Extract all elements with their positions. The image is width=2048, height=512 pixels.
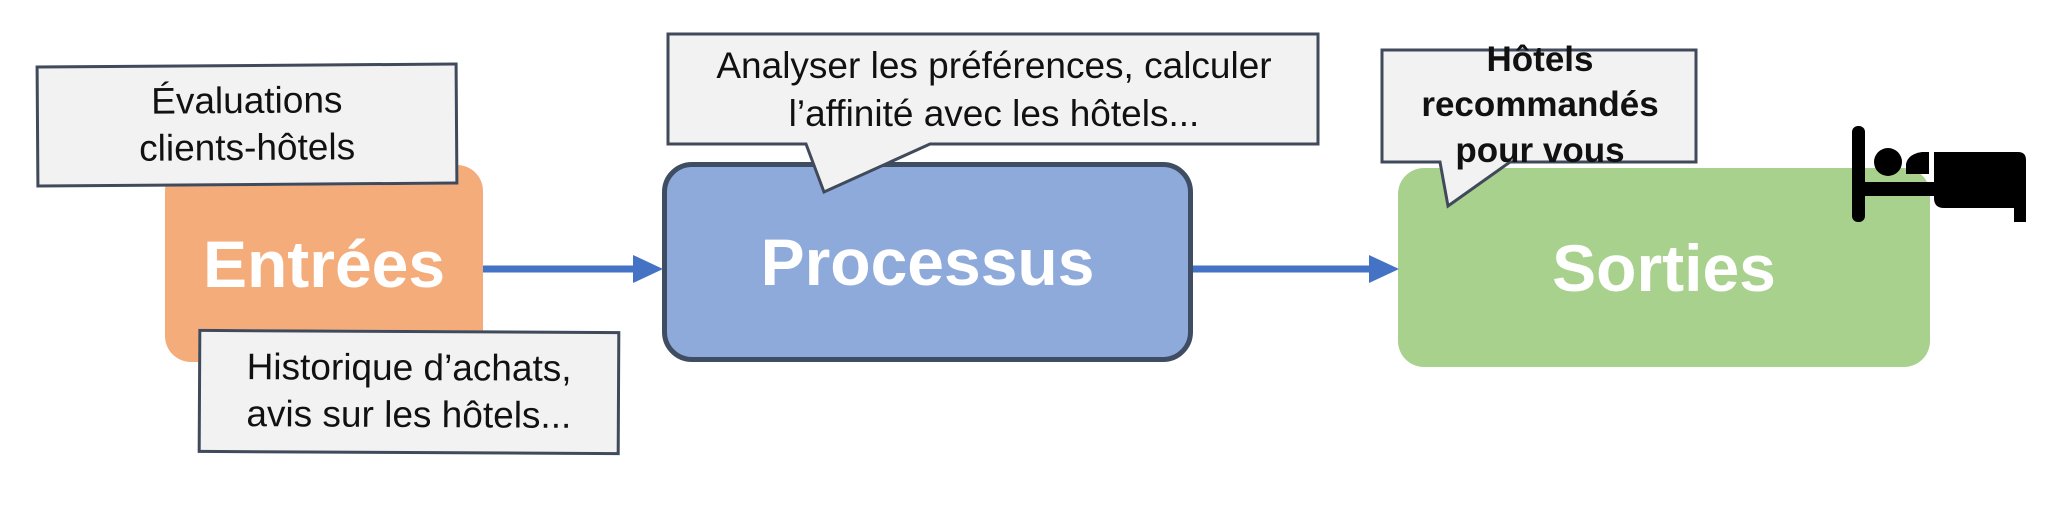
outputs-stage: Sorties xyxy=(1398,168,1930,367)
process-callout-bubble xyxy=(666,32,1320,195)
process-stage: Processus xyxy=(662,162,1193,362)
note-line: Évaluations xyxy=(151,79,343,122)
inputs-stage-label: Entrées xyxy=(202,226,446,301)
outputs-callout-bubble xyxy=(1380,48,1698,209)
arrow-process-to-outputs xyxy=(1193,255,1399,283)
process-stage-label: Processus xyxy=(760,225,1095,299)
bed-icon xyxy=(1852,126,2026,222)
note-purchase-history: Historique d’achats, avis sur les hôtels… xyxy=(197,328,621,456)
note-line: avis sur les hôtels... xyxy=(246,393,572,436)
callout-line: Hôtels recommandés xyxy=(1421,39,1659,125)
callout-line: pour vous xyxy=(1455,130,1625,170)
note-customer-hotel-ratings: Évaluations clients-hôtels xyxy=(35,62,459,188)
outputs-callout-text: Hôtels recommandés pour vous xyxy=(1384,40,1696,170)
callout-line: l’affinité avec les hôtels... xyxy=(788,93,1200,134)
note-line: Historique d’achats, xyxy=(246,346,572,389)
process-callout-text: Analyser les préférences, calculer l’aff… xyxy=(672,36,1316,144)
note-line: clients-hôtels xyxy=(139,126,356,169)
arrow-inputs-to-process xyxy=(483,255,663,283)
outputs-stage-label: Sorties xyxy=(1552,230,1776,305)
callout-line: Analyser les préférences, calculer xyxy=(716,44,1272,86)
